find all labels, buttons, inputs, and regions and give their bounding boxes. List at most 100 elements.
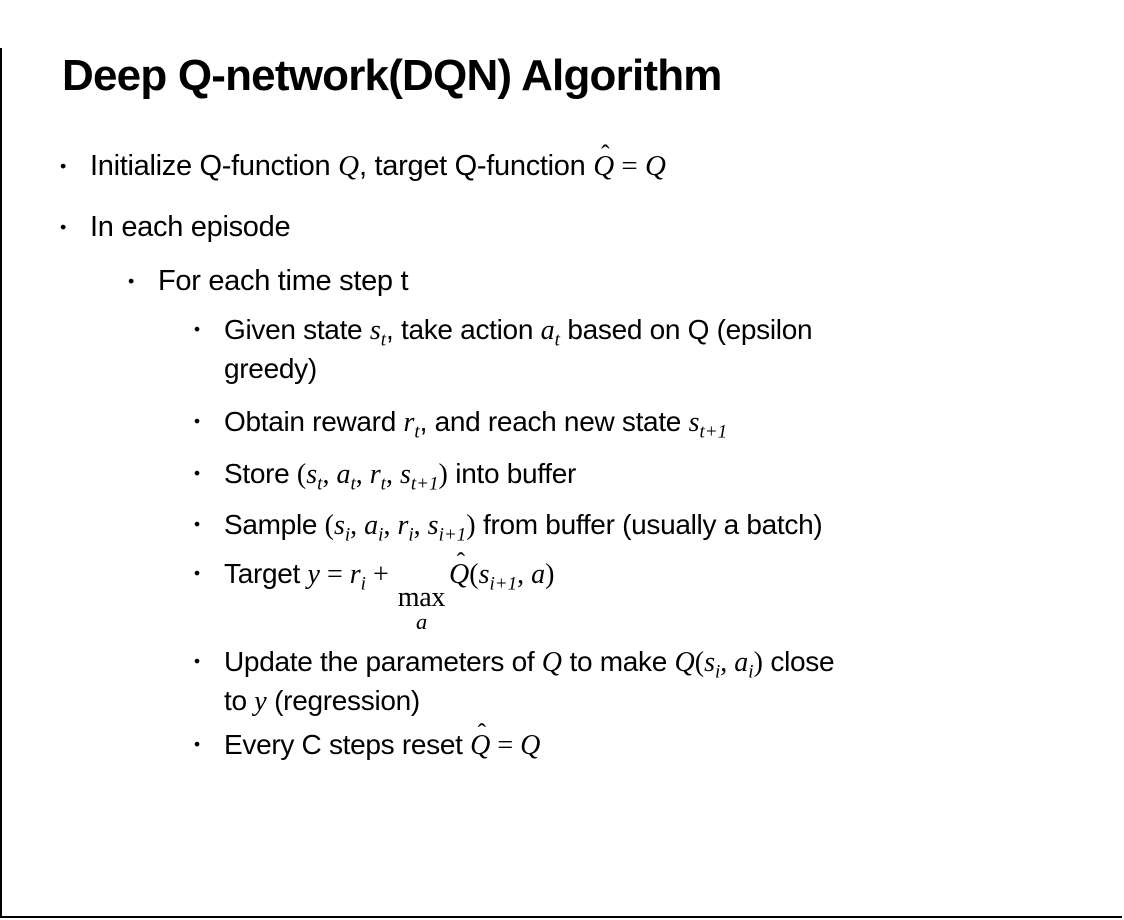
math-variable: Q — [541, 646, 563, 678]
math-variable: st — [369, 315, 387, 351]
bullet-content: For each time step t — [158, 262, 1122, 301]
math-subscript: i — [408, 524, 414, 546]
math-symbol: = — [490, 729, 521, 761]
math-symbol: ( — [469, 558, 479, 590]
math-subscript: t — [380, 473, 386, 495]
text-segment: Update the parameters of — [224, 645, 542, 677]
bullet-content: Obtain reward rt, and reach new state st… — [224, 403, 1122, 442]
bullet-content: Given state st, take action at based on … — [224, 311, 1122, 388]
bullet-content: Update the parameters of Q to make Q(si,… — [224, 643, 1122, 721]
math-variable: st+1 — [688, 407, 728, 444]
math-subscript: i — [344, 524, 351, 546]
math-subscript: t+1 — [699, 422, 728, 444]
bullet-marker: • — [194, 733, 200, 754]
bullet-marker: • — [60, 217, 66, 238]
bullet-list: •Initialize Q-function Q, target Q-funct… — [2, 140, 1122, 765]
math-variable: a — [531, 558, 546, 590]
math-subscript: t — [317, 473, 323, 495]
text-segment: from buffer (usually a batch) — [475, 508, 823, 540]
text-segment: greedy) — [224, 353, 317, 385]
math-subscript: i — [748, 661, 754, 683]
bullet-item: • Store (st, at, rt, st+1) into buffer — [2, 455, 1122, 494]
math-variable: ri — [349, 558, 366, 595]
math-variable: si — [704, 646, 721, 683]
math-variable: st+1 — [399, 458, 439, 495]
bullet-marker: • — [194, 319, 200, 340]
math-variable: at — [540, 315, 560, 351]
max-op-label: max — [397, 581, 446, 613]
bullet-content: In each episode — [90, 208, 1122, 247]
bullet-marker: • — [194, 650, 200, 671]
text-segment: (regression) — [266, 684, 420, 716]
bullet-marker: • — [128, 270, 134, 291]
math-variable: at — [336, 458, 356, 495]
math-symbol: ) — [545, 558, 555, 590]
text-segment: In each episode — [90, 211, 291, 244]
math-variable: rt — [403, 407, 420, 444]
math-symbol: + — [365, 558, 396, 590]
hat-accent-icon: ˆ — [477, 719, 487, 747]
math-symbol: , — [322, 458, 337, 490]
math-symbol: = — [614, 150, 646, 182]
text-segment: Obtain reward — [224, 406, 404, 438]
math-symbol: , — [355, 458, 370, 490]
math-symbol: = — [319, 558, 350, 590]
math-variable: st — [306, 458, 323, 495]
bullet-item: • Given state st, take action at based on… — [2, 311, 1122, 388]
math-symbol: , — [350, 509, 365, 541]
math-symbol: , — [383, 509, 398, 541]
math-variable: si — [333, 509, 351, 546]
bullet-content: Sample (si, ai, ri, si+1) from buffer (u… — [224, 506, 1122, 545]
text-segment: For each time step t — [158, 264, 409, 297]
math-variable: rt — [369, 458, 386, 495]
math-subscript: t — [350, 473, 356, 495]
bullet-line: Obtain reward rt, and reach new state st… — [224, 403, 1122, 442]
text-segment: into buffer — [447, 457, 577, 489]
math-variable: ai — [364, 509, 384, 546]
bullet-item: • Obtain reward rt, and reach new state s… — [2, 403, 1122, 442]
math-variable: Q — [470, 729, 491, 761]
bullet-marker: • — [194, 462, 200, 483]
math-variable: y — [254, 685, 267, 717]
bullet-item: •Update the parameters of Q to make Q(si… — [2, 643, 1122, 721]
bullet-marker: • — [194, 411, 200, 432]
bullet-line: Store (st, at, rt, st+1) into buffer — [224, 455, 1122, 494]
bullet-line: Update the parameters of Q to make Q(si,… — [224, 643, 1122, 682]
math-variable: Q — [593, 150, 615, 182]
math-subscript: t — [554, 329, 560, 351]
text-segment: to — [224, 684, 255, 716]
math-subscript: i+1 — [438, 524, 467, 546]
math-symbol: ) — [753, 646, 763, 678]
math-variable: Q — [520, 729, 541, 761]
math-symbol: , — [385, 458, 400, 490]
bullet-line: Sample (si, ai, ri, si+1) from buffer (u… — [224, 506, 1122, 545]
text-segment: , target Q-function — [359, 150, 594, 182]
text-segment: , take action — [386, 314, 541, 346]
bullet-line: For each time step t — [158, 262, 1122, 301]
text-segment: based on Q (epsilon — [559, 314, 813, 346]
text-segment: close — [762, 645, 835, 677]
text-segment: Target — [224, 557, 308, 589]
math-symbol: , — [413, 509, 428, 541]
math-subscript: i — [360, 573, 366, 595]
text-segment: Given state — [224, 314, 370, 346]
math-subscript: i+1 — [489, 573, 518, 595]
bullet-marker: • — [194, 513, 200, 534]
math-variable: y — [307, 558, 320, 590]
math-symbol: ( — [694, 646, 705, 678]
bullet-item: • In each episode — [2, 208, 1122, 247]
text-segment: Sample — [224, 508, 325, 540]
page-title: Deep Q-network(DQN) Algorithm — [62, 51, 722, 100]
math-variable: si+1 — [478, 558, 518, 595]
bullet-marker: • — [60, 156, 66, 176]
text-segment: Store — [224, 457, 297, 489]
math-subscript: i — [378, 524, 384, 546]
hat-accent-icon: ˆ — [601, 139, 610, 169]
text-segment: Every C steps reset — [224, 728, 471, 760]
